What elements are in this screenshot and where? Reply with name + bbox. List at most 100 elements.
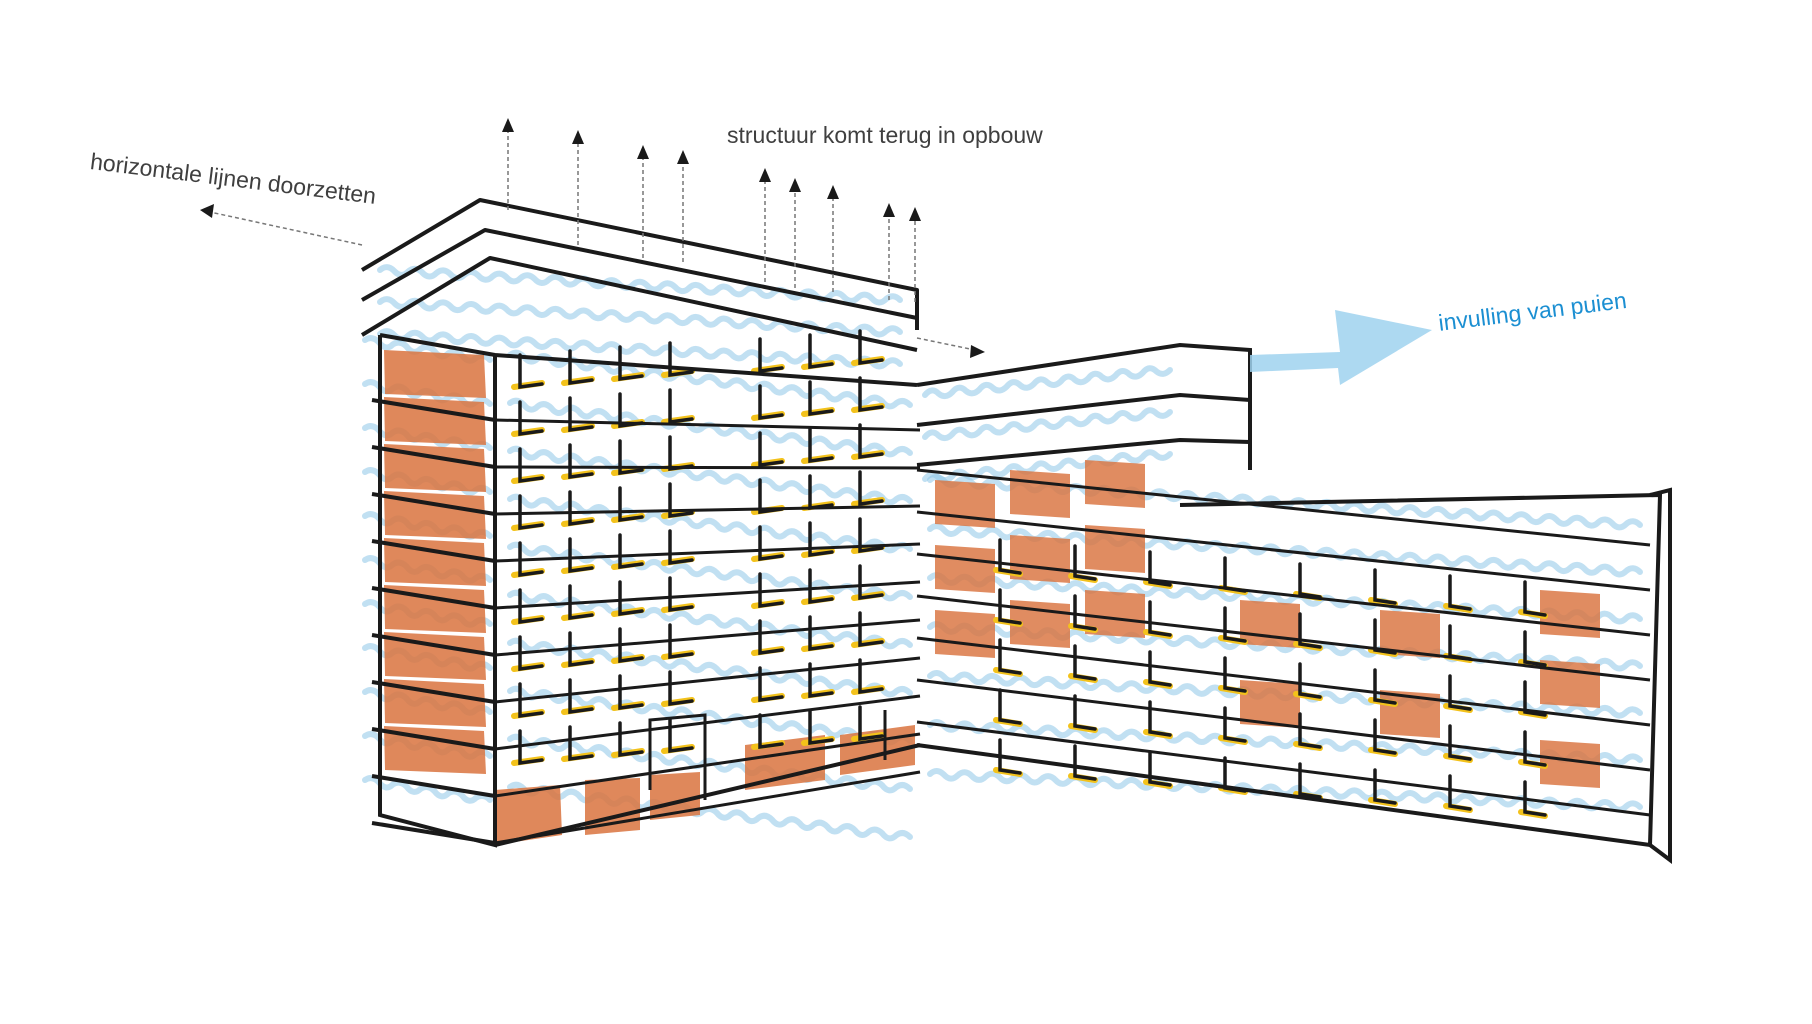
brick-panel xyxy=(384,726,486,774)
floor-line xyxy=(494,504,921,516)
window-frame xyxy=(568,725,594,762)
right-arrow-icon xyxy=(970,345,985,358)
window-frame xyxy=(808,709,834,746)
brick-panel xyxy=(1540,740,1600,788)
window-frame xyxy=(618,533,644,570)
brick-panel xyxy=(384,491,486,539)
wing-end xyxy=(1648,487,1672,864)
glass-hatch-stroke xyxy=(927,719,1643,766)
window-frame xyxy=(1448,774,1472,811)
window-frame xyxy=(568,537,594,574)
window-frame xyxy=(668,482,694,519)
brick-panel xyxy=(384,585,486,633)
annotation-arrows xyxy=(200,118,1432,385)
window-frame xyxy=(1148,600,1172,637)
window-frame xyxy=(1073,644,1097,681)
brick-panel xyxy=(1240,600,1300,648)
window-frame xyxy=(1298,662,1322,699)
window-frame xyxy=(618,627,644,664)
window-frame xyxy=(808,568,834,605)
floor-line xyxy=(916,510,1651,592)
up-arrow-icon xyxy=(789,178,801,192)
window-frame xyxy=(568,396,594,433)
window-frame xyxy=(808,474,834,511)
window-frame xyxy=(998,638,1022,675)
floor-line xyxy=(916,678,1651,772)
window-frame xyxy=(808,380,834,417)
window-frame xyxy=(808,521,834,558)
window-frame xyxy=(1373,568,1397,605)
floor-line xyxy=(494,542,921,563)
up-arrow-icon xyxy=(759,168,771,182)
window-frame xyxy=(1073,594,1097,631)
floor-line xyxy=(494,418,921,432)
up-arrow-icon xyxy=(883,203,895,217)
window-frame xyxy=(618,345,644,382)
glass-hatch-stroke xyxy=(507,733,913,794)
window-frame xyxy=(758,713,784,750)
window-frame xyxy=(1523,780,1547,817)
floor-lines xyxy=(371,398,1651,845)
tower-base-edge xyxy=(494,743,921,847)
floor-line xyxy=(371,445,496,469)
brick-panel xyxy=(384,632,486,680)
floor-line xyxy=(494,732,921,798)
window-frame xyxy=(1373,618,1397,655)
window-frame xyxy=(1448,674,1472,711)
left-arrow-icon xyxy=(200,204,214,218)
floor-line xyxy=(371,539,496,563)
brick-panel xyxy=(384,397,486,445)
glass-hatch-stroke xyxy=(377,328,903,370)
window-frame xyxy=(668,529,694,566)
floor-line xyxy=(494,694,921,751)
window-frame xyxy=(518,682,544,719)
window-frame xyxy=(618,486,644,523)
glass-hatch-stroke xyxy=(507,493,913,554)
window-frame xyxy=(758,478,784,515)
brick-panel xyxy=(1540,590,1600,638)
brick-panel xyxy=(935,545,995,593)
floor-line xyxy=(371,774,496,798)
window-frame xyxy=(758,431,784,468)
window-frame xyxy=(518,353,544,390)
window-frame xyxy=(668,576,694,613)
window-frame xyxy=(518,635,544,672)
brick-panel xyxy=(650,772,700,820)
window-frame xyxy=(1073,744,1097,781)
window-frame xyxy=(858,611,884,648)
window-frame xyxy=(808,615,834,652)
glass-hatch-stroke xyxy=(507,685,913,746)
window-frame xyxy=(618,580,644,617)
brick-panel xyxy=(1085,460,1145,508)
window-frame xyxy=(758,572,784,609)
window-frame xyxy=(858,705,884,742)
floor-line xyxy=(371,680,496,704)
window-frame xyxy=(568,443,594,480)
window-frame xyxy=(1523,580,1547,617)
up-arrow-icon xyxy=(572,130,584,144)
window-frame xyxy=(1523,680,1547,717)
floor-line xyxy=(916,594,1651,682)
window-frame xyxy=(1148,700,1172,737)
floor-line xyxy=(371,492,496,516)
window-frame xyxy=(808,427,834,464)
window-frame xyxy=(668,341,694,378)
glass-hatch-stroke xyxy=(507,781,913,842)
floor-line xyxy=(494,656,921,704)
crown-edge xyxy=(361,228,918,320)
window-frame xyxy=(1448,574,1472,611)
window-frame xyxy=(668,670,694,707)
glass-hatch-stroke xyxy=(927,523,1643,578)
window-frame xyxy=(1073,694,1097,731)
window-frame xyxy=(758,666,784,703)
window-frame xyxy=(1298,762,1322,799)
glass-hatch-stroke xyxy=(507,637,913,698)
window-frame xyxy=(858,564,884,601)
window-frame xyxy=(518,541,544,578)
window-frame xyxy=(618,721,644,758)
window-frame xyxy=(808,662,834,699)
horizontal-arrow-line xyxy=(209,211,363,246)
window-frame xyxy=(668,717,694,754)
window-frame xyxy=(668,435,694,472)
glass-hatch-stroke xyxy=(922,365,1173,400)
